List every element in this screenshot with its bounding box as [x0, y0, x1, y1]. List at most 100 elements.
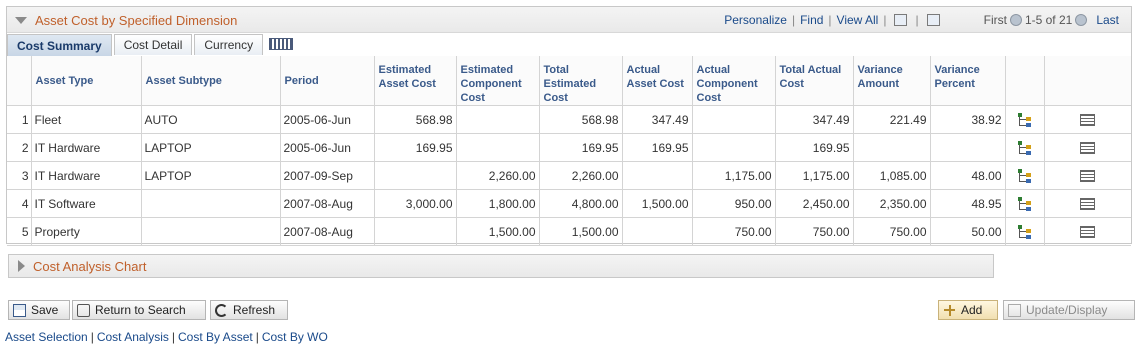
table-cell: 2007-08-Aug [280, 189, 375, 218]
table-cell [692, 133, 776, 162]
grid-view-icon[interactable] [1080, 142, 1096, 155]
table-cell [141, 217, 281, 246]
view-all-link[interactable]: View All [836, 13, 879, 27]
details-cell [1005, 133, 1045, 162]
column-header[interactable]: Asset Type [31, 56, 142, 106]
hierarchy-details-icon[interactable] [1017, 168, 1033, 184]
refresh-button[interactable]: Refresh [210, 300, 288, 320]
separator: | [828, 13, 832, 27]
hierarchy-details-icon[interactable] [1017, 224, 1033, 240]
table-cell: IT Hardware [31, 133, 142, 162]
download-spreadsheet-icon[interactable] [926, 14, 940, 26]
column-header[interactable]: Variance Amount [853, 56, 931, 106]
tab-cost-detail[interactable]: Cost Detail [113, 34, 193, 55]
collapse-triangle-icon[interactable] [15, 17, 27, 24]
table-cell: 347.49 [775, 105, 854, 134]
footer-link-cost-by-wo[interactable]: Cost By WO [261, 330, 328, 344]
hierarchy-details-icon[interactable] [1017, 140, 1033, 156]
table-cell: AUTO [141, 105, 281, 134]
table-cell: 169.95 [374, 133, 457, 162]
expand-triangle-icon[interactable] [18, 260, 25, 272]
table-cell: 169.95 [775, 133, 854, 162]
table-cell [374, 161, 457, 190]
chart-section-title: Cost Analysis Chart [33, 258, 147, 274]
separator: | [915, 13, 919, 27]
add-label: Add [961, 303, 983, 317]
column-header[interactable]: Actual Asset Cost [622, 56, 693, 106]
table-cell: 950.00 [692, 189, 776, 218]
table-cell: 750.00 [853, 217, 931, 246]
table-cell: 3,000.00 [374, 189, 457, 218]
find-link[interactable]: Find [800, 13, 824, 27]
table-cell: 1,175.00 [692, 161, 776, 190]
table-cell: Property [31, 217, 142, 246]
table-cell [853, 133, 931, 162]
previous-arrow-icon[interactable] [1009, 14, 1022, 26]
grid-title-text: Asset Cost by Specified Dimension [35, 13, 238, 28]
column-header[interactable]: Asset Subtype [141, 56, 281, 106]
column-header[interactable]: Actual Component Cost [692, 56, 776, 106]
table-cell: 2,260.00 [456, 161, 540, 190]
table-cell: 38.92 [930, 105, 1006, 134]
column-header[interactable]: Estimated Asset Cost [374, 56, 457, 106]
table-cell [692, 105, 776, 134]
footer-link-asset-selection[interactable]: Asset Selection [5, 330, 88, 344]
refresh-icon [215, 303, 228, 317]
update-display-icon [1008, 303, 1021, 317]
last-link[interactable]: Last [1096, 13, 1119, 27]
row-number: 4 [7, 189, 32, 218]
table-cell [456, 133, 540, 162]
table-cell: 1,085.00 [853, 161, 931, 190]
table-cell: 2,450.00 [775, 189, 854, 218]
footer-links: Asset Selection|Cost Analysis|Cost By As… [5, 330, 328, 344]
table-cell [622, 161, 693, 190]
cost-summary-table: Asset Type Asset Subtype Period Estimate… [7, 56, 1131, 246]
separator: | [883, 13, 887, 27]
row-range: 1-5 of 21 [1024, 13, 1073, 27]
cost-analysis-chart-section[interactable]: Cost Analysis Chart [8, 254, 994, 278]
show-all-columns-icon[interactable] [269, 38, 294, 50]
drill-cell [1044, 161, 1131, 190]
add-icon [943, 303, 956, 317]
add-button[interactable]: Add [938, 300, 998, 320]
search-return-icon [77, 303, 90, 317]
table-cell: 1,800.00 [456, 189, 540, 218]
table-cell: 221.49 [853, 105, 931, 134]
grid-view-icon[interactable] [1080, 170, 1096, 183]
tab-cost-summary[interactable]: Cost Summary [7, 34, 112, 56]
separator: | [255, 330, 259, 344]
grid-view-icon[interactable] [1080, 114, 1096, 127]
drill-cell [1044, 133, 1131, 162]
save-icon [13, 303, 26, 317]
return-to-search-label: Return to Search [95, 303, 186, 317]
grid-view-icon[interactable] [1080, 226, 1096, 239]
save-button[interactable]: Save [8, 300, 70, 320]
footer-link-cost-analysis[interactable]: Cost Analysis [96, 330, 169, 344]
row-number: 2 [7, 133, 32, 162]
first-link[interactable]: First [983, 13, 1007, 27]
footer-link-cost-by-asset[interactable]: Cost By Asset [178, 330, 253, 344]
column-header[interactable]: Variance Percent [930, 56, 1006, 106]
grid-view-icon[interactable] [1080, 198, 1096, 211]
column-header[interactable]: Total Actual Cost [775, 56, 854, 106]
hierarchy-details-icon[interactable] [1017, 196, 1033, 212]
return-to-search-button[interactable]: Return to Search [72, 300, 206, 320]
next-arrow-icon[interactable] [1075, 14, 1088, 26]
table-header-row: Asset Type Asset Subtype Period Estimate… [7, 56, 1131, 106]
separator: | [171, 330, 175, 344]
update-display-button[interactable]: Update/Display [1003, 300, 1135, 320]
tab-currency[interactable]: Currency [194, 34, 264, 55]
personalize-link[interactable]: Personalize [724, 13, 787, 27]
table-cell [141, 189, 281, 218]
zoom-grid-icon[interactable] [894, 14, 908, 26]
row-number: 3 [7, 161, 32, 190]
column-header[interactable]: Estimated Component Cost [456, 56, 540, 106]
column-header[interactable]: Total Estimated Cost [539, 56, 623, 106]
column-header[interactable]: Period [280, 56, 375, 106]
hierarchy-details-icon[interactable] [1017, 112, 1033, 128]
grid-title[interactable]: Asset Cost by Specified Dimension [15, 13, 237, 28]
